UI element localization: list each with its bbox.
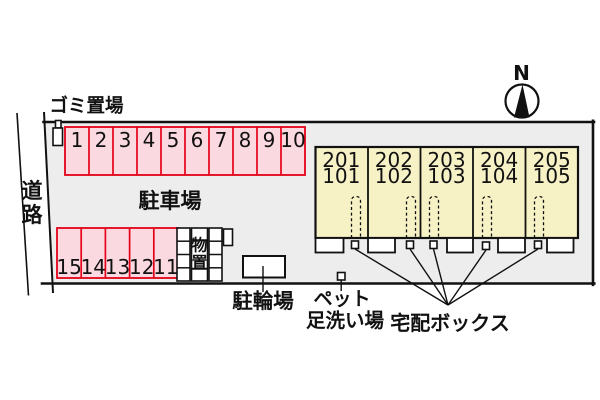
porch [546,237,575,254]
parking-space-number: 9 [263,128,276,152]
parking-space-number: 12 [129,255,154,279]
parking-space-number: 2 [95,128,108,152]
parking-space-number: 11 [153,255,178,279]
bicycle-parking-box [242,255,286,279]
parking-space-number: 7 [215,128,228,152]
parking-space-numbers-bottom: 15 14 13 12 11 [56,255,178,279]
parking-space-number: 5 [167,128,180,152]
road-line [16,112,30,296]
delivery-box [481,241,491,251]
storage-units: 物 置 [176,227,234,282]
stall-dividers [80,228,155,278]
unit-number: 205 [533,148,571,172]
entry-porches [314,237,575,254]
storage-label: 物 置 [191,236,207,273]
pet-wash-marker [336,271,346,281]
garbage-marker-box [52,127,64,147]
parking-space-number: 1 [71,128,84,152]
unit-number: 101 [322,164,360,188]
porch [367,237,396,254]
unit-dividers [367,147,527,238]
storage-column [190,227,209,282]
delivery-box [405,240,415,250]
compass-needle [514,84,530,118]
delivery-box [533,240,543,250]
unit-number: 102 [375,164,413,188]
road-label-char: 路 [22,203,44,227]
delivery-leader-line [447,249,487,306]
delivery-leader-line [447,248,539,306]
delivery-leader-line [432,248,449,306]
unit-number: 105 [533,164,571,188]
storage-label-char: 置 [191,253,207,272]
bicycle-parking-label: 駐輪場 [232,289,294,313]
parking-row-top: 1 2 3 4 5 6 7 8 9 10 [64,126,306,176]
delivery-box-callout: 宅配ボックス [354,248,539,335]
pet-wash-label-line1: ペット [313,288,370,310]
unit-labels: 201 101 202 102 203 103 204 104 205 105 [322,148,571,188]
pet-wash-station: ペット 足洗い場 [306,271,385,332]
building-outline [314,145,580,240]
unit-number: 201 [322,148,360,172]
parking-space-number: 6 [191,128,204,152]
storage-label-char: 物 [191,236,207,255]
unit-number: 103 [427,164,465,188]
north-label: N [513,61,530,85]
storage-small-box [222,228,234,247]
porch [446,237,474,254]
delivery-leader-line [354,248,449,306]
garbage-marker [52,119,64,147]
parking-space-number: 15 [56,255,81,279]
apartment-building: 201 101 202 102 203 103 204 104 205 105 [314,145,580,254]
garbage-marker-top [54,119,62,129]
pet-wash-label-line2: 足洗い場 [306,309,385,332]
road-label: 道 路 [22,179,44,227]
delivery-leader-line [409,248,449,306]
bicycle-parking: 駐輪場 [232,255,294,313]
parking-space-number: 3 [119,128,132,152]
garbage-area-label: ゴミ置場 [49,95,124,117]
parking-space-number: 10 [280,128,305,152]
north-compass-icon: N [504,61,540,119]
delivery-box [429,240,438,250]
parking-lot-label: 駐車場 [139,189,202,213]
parking-row-bottom: 15 14 13 12 11 [56,227,179,279]
stall-dividers [88,127,282,175]
parking-space-numbers-top: 1 2 3 4 5 6 7 8 9 10 [71,128,306,152]
unit-number: 203 [427,148,465,172]
porch [497,237,526,254]
delivery-box [350,240,360,250]
delivery-boxes [350,240,543,251]
unit-number: 104 [480,164,518,188]
delivery-box-label: 宅配ボックス [390,311,509,335]
parking-space-number: 14 [81,255,106,279]
parking-space-number: 13 [105,255,130,279]
road-label-char: 道 [22,179,43,203]
parking-space-number: 8 [239,128,252,152]
unit-number: 202 [375,148,413,172]
porch [314,237,345,254]
parking-space-number: 4 [143,128,156,152]
unit-number: 204 [480,148,518,172]
site-boundary [40,111,596,294]
boundary-left [43,111,54,294]
